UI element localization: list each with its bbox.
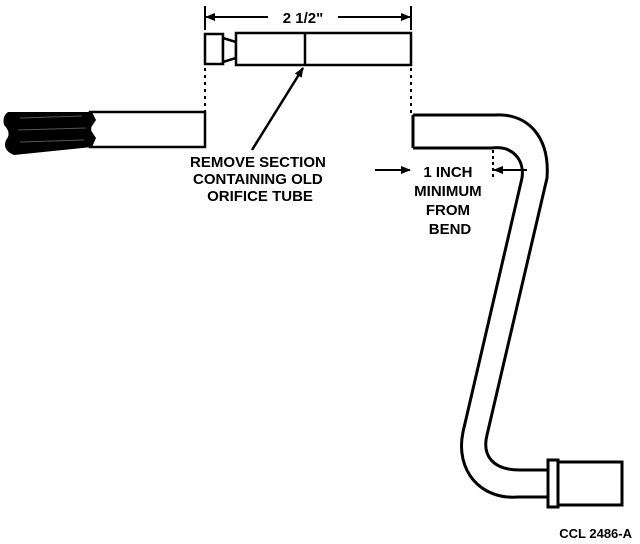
wrap-strand-1 [19, 115, 83, 119]
bend-distance-indicator [375, 150, 527, 180]
wrap-strand-2 [17, 127, 87, 131]
bend-distance-label: 1 INCH MINIMUM FROM BEND [414, 164, 486, 238]
bend-label-line-2: MINIMUM [414, 183, 482, 200]
bend-label-line-4: BEND [429, 221, 472, 238]
removed-section-end-cap [203, 32, 225, 66]
remove-section-label: REMOVE SECTION CONTAINING OLD ORIFICE TU… [190, 154, 330, 205]
bent-tube-end-fitting [556, 460, 624, 507]
bent-tube-inner-wall [413, 146, 548, 499]
dimension-label: 2 1/2" [283, 10, 323, 27]
left-tube [3, 110, 207, 155]
remove-pointer-arrow [250, 67, 305, 151]
bent-tube-outer-wall [413, 113, 549, 472]
dimension-group: 2 1/2" [204, 6, 412, 30]
remove-label-line-3: ORIFICE TUBE [207, 188, 313, 205]
left-tube-body [88, 110, 207, 149]
bent-tube [411, 113, 624, 509]
bend-label-line-3: FROM [426, 202, 470, 219]
remove-label-line-2: CONTAINING OLD [193, 171, 323, 188]
wrap-strand-3 [19, 139, 85, 143]
removed-section-neck [221, 36, 238, 64]
removed-section [203, 31, 413, 67]
bend-label-line-1: 1 INCH [423, 164, 472, 181]
remove-label-line-1: REMOVE SECTION [190, 154, 326, 171]
removed-section-body [234, 31, 413, 67]
figure-id-label: CCL 2486-A [559, 526, 632, 541]
left-tube-wrapped-end [3, 112, 96, 155]
